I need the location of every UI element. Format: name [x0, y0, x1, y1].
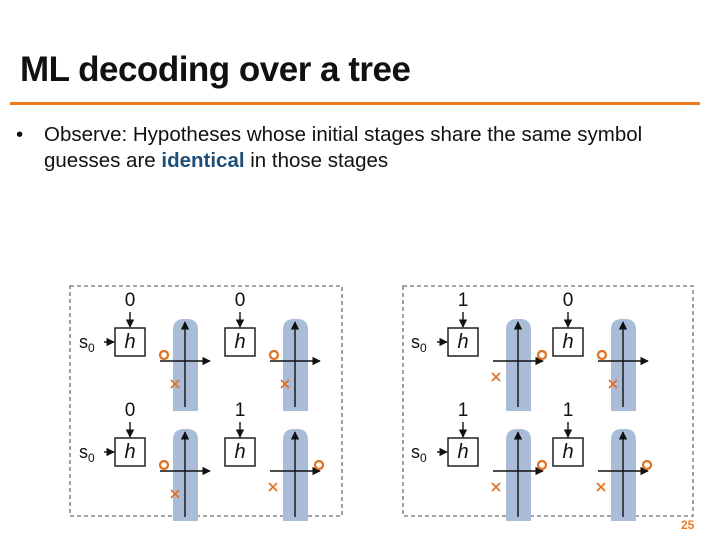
- received-point-marker: [596, 349, 608, 361]
- channel-block: [552, 327, 584, 357]
- symbol-guess-label: 1: [563, 400, 574, 421]
- received-point-marker: [158, 459, 170, 471]
- channel-block: [552, 437, 584, 467]
- bullet-text-end: in those stages: [244, 149, 389, 172]
- slide-title: ML decoding over a tree: [20, 50, 411, 89]
- channel-stage-1: h: [447, 437, 479, 467]
- channel-stage-2: h: [224, 437, 256, 467]
- channel-block: [224, 437, 256, 467]
- channel-stage-2: h: [224, 327, 256, 357]
- channel-block: [447, 327, 479, 357]
- channel-label: h: [124, 441, 135, 463]
- channel-label: h: [457, 331, 468, 353]
- received-point-marker: [313, 459, 325, 471]
- bullet-text-start: Observe: Hypotheses whose initial stages…: [44, 123, 643, 172]
- input-symbol-label: s0: [411, 442, 427, 465]
- received-point-marker: [536, 349, 548, 361]
- symbol-guess-marker: [608, 379, 618, 389]
- hypothesis-panel-left: [69, 285, 343, 517]
- symbol-guess-label: 0: [563, 290, 574, 311]
- constellation-stage-2: [598, 429, 649, 521]
- page-number: 25: [681, 518, 695, 532]
- channel-label: h: [457, 441, 468, 463]
- channel-block: [447, 437, 479, 467]
- bullet-emphasis: identical: [161, 149, 245, 172]
- bullet-text: Observe: Hypotheses whose initial stages…: [44, 122, 704, 174]
- title-underline: [10, 102, 700, 105]
- constellation-stage-1: [493, 319, 544, 411]
- symbol-guess-marker: [268, 482, 278, 492]
- channel-label: h: [562, 441, 573, 463]
- constellation-stage-2: [598, 319, 649, 411]
- symbol-guess-marker: [596, 482, 606, 492]
- channel-stage-2: h: [552, 327, 584, 357]
- symbol-guess-marker: [491, 482, 501, 492]
- constellation-stage-1: [160, 319, 211, 411]
- symbol-guess-label: 0: [235, 290, 246, 311]
- channel-stage-1: h: [114, 437, 146, 467]
- hypothesis-panel-right: [402, 285, 694, 517]
- channel-stage-1: h: [447, 327, 479, 357]
- constellation-stage-1: [160, 429, 211, 521]
- channel-label: h: [124, 331, 135, 353]
- symbol-guess-label: 1: [458, 400, 469, 421]
- symbol-guess-marker: [170, 489, 180, 499]
- channel-stage-2: h: [552, 437, 584, 467]
- symbol-guess-marker: [280, 379, 290, 389]
- input-symbol-label: s0: [79, 442, 95, 465]
- constellation-stage-2: [270, 319, 321, 411]
- channel-label: h: [234, 331, 245, 353]
- symbol-guess-marker: [491, 372, 501, 382]
- input-symbol-label: s0: [411, 332, 427, 355]
- received-point-marker: [158, 349, 170, 361]
- channel-stage-1: h: [114, 327, 146, 357]
- symbol-guess-label: 1: [235, 400, 246, 421]
- symbol-guess-label: 0: [125, 290, 136, 311]
- constellation-stage-1: [493, 429, 544, 521]
- received-point-marker: [536, 459, 548, 471]
- channel-block: [114, 327, 146, 357]
- channel-block: [224, 327, 256, 357]
- channel-block: [114, 437, 146, 467]
- symbol-guess-label: 1: [458, 290, 469, 311]
- symbol-guess-label: 0: [125, 400, 136, 421]
- channel-label: h: [562, 331, 573, 353]
- received-point-marker: [268, 349, 280, 361]
- symbol-guess-marker: [170, 379, 180, 389]
- constellation-stage-2: [270, 429, 321, 521]
- input-symbol-label: s0: [79, 332, 95, 355]
- channel-label: h: [234, 441, 245, 463]
- received-point-marker: [641, 459, 653, 471]
- bullet-marker: •: [16, 123, 24, 146]
